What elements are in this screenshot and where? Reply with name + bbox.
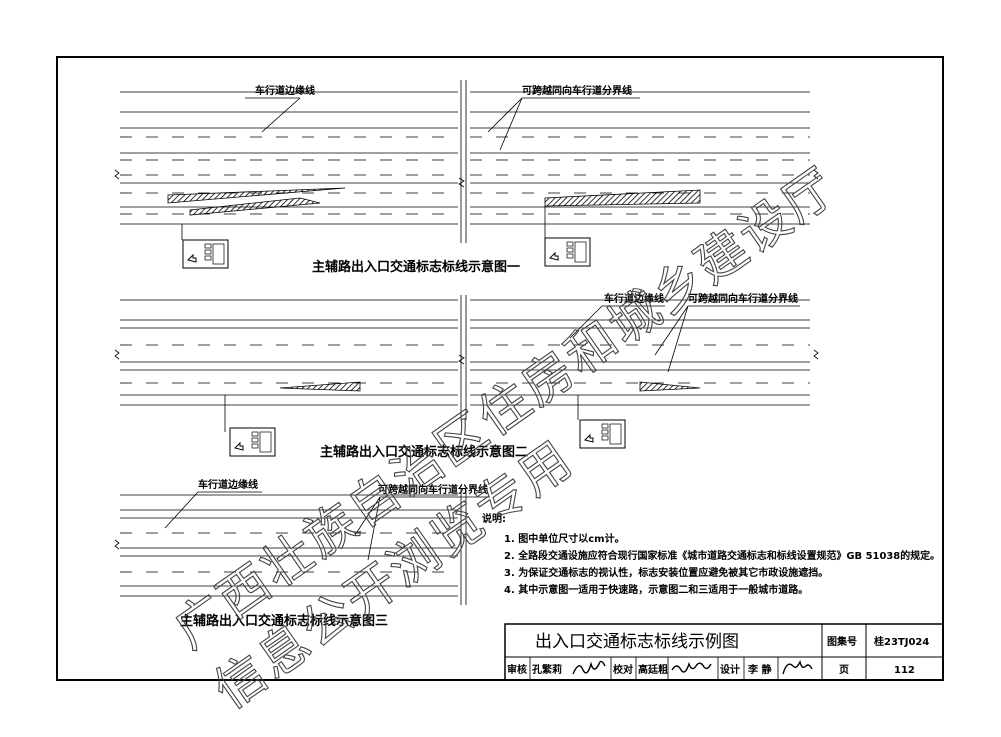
direction-sign-board	[229, 427, 276, 457]
drawing-title: 出入口交通标志标线示例图	[535, 632, 739, 652]
diagram-1: 车行道边缘线 可跨越同向车行道分界线 主辅路出入口交通标志标线示意图一	[114, 80, 819, 275]
checker-name: 高廷粗	[638, 663, 668, 676]
notes-section: 说明: 1. 图中单位尺寸以cm计。 2. 全路段交通设施应符合现行国家标准《城…	[482, 512, 940, 596]
diagram-2-edge-line-label: 车行道边缘线	[604, 292, 664, 305]
diagram-1-right-road	[470, 91, 819, 240]
diagram-1-caption: 主辅路出入口交通标志标线示意图一	[312, 259, 520, 275]
diagram-2-right-road	[470, 299, 819, 420]
title-block: 出入口交通标志标线示例图 图集号 桂23TJ024 审核 孔繁莉 校对 高廷粗 …	[504, 623, 944, 681]
leader-line	[487, 97, 523, 133]
designer-name: 李 静	[747, 663, 771, 676]
leader-line	[569, 305, 603, 339]
leader-line	[667, 305, 689, 373]
design-label: 设计	[720, 663, 740, 676]
leader-line	[367, 496, 381, 561]
merge-gore-area	[639, 381, 701, 392]
leader-line	[354, 496, 381, 536]
diagram-3: 车行道边缘线 可跨越同向车行道分界线 主辅路出入口交通标志标线示意图三	[114, 478, 490, 629]
direction-sign-board	[579, 419, 626, 449]
leader-line	[654, 305, 689, 356]
diagram-3-caption: 主辅路出入口交通标志标线示意图三	[180, 613, 388, 629]
diagram-2-left-road	[114, 299, 458, 432]
direction-sign-board	[544, 237, 591, 267]
diverge-hatch-area	[167, 187, 346, 204]
diagram-3-lane-divider-label: 可跨越同向车行道分界线	[378, 483, 488, 496]
reviewer-signature	[572, 660, 606, 675]
diagram-1-lane-divider-label: 可跨越同向车行道分界线	[522, 84, 632, 97]
diagram-2-lane-divider-label: 可跨越同向车行道分界线	[688, 292, 798, 305]
page-number: 112	[894, 665, 915, 676]
diagram-3-edge-line-label: 车行道边缘线	[198, 478, 258, 491]
diagram-1-left-road	[114, 91, 458, 240]
diagram-1-edge-line-label: 车行道边缘线	[255, 84, 315, 97]
diverge-hatch-area	[189, 197, 321, 216]
check-label: 校对	[613, 663, 633, 676]
atlas-no-label: 图集号	[827, 635, 857, 648]
leader-line	[164, 491, 199, 529]
designer-signature	[782, 659, 813, 675]
merge-hatch-area	[544, 189, 701, 207]
reviewer-name: 孔繁莉	[532, 663, 562, 676]
leader-line	[261, 97, 301, 133]
diagram-2-caption: 主辅路出入口交通标志标线示意图二	[320, 444, 528, 460]
review-label: 审核	[507, 663, 527, 676]
direction-sign-board	[182, 239, 229, 269]
atlas-no: 桂23TJ024	[873, 635, 929, 648]
diverge-gore-area	[279, 381, 361, 392]
note-item: 1. 图中单位尺寸以cm计。	[504, 532, 625, 545]
diagram-2: 车行道边缘线 可跨越同向车行道分界线 主辅路出入口交通标志标线示意图二	[114, 292, 819, 460]
note-item: 2. 全路段交通设施应符合现行国家标准《城市道路交通标志和标线设置规范》GB 5…	[504, 549, 940, 562]
leader-line	[499, 97, 523, 151]
note-item: 4. 其中示意图一适用于快速路，示意图二和三适用于一般城市道路。	[504, 583, 808, 596]
sheet-frame	[56, 56, 944, 681]
checker-signature	[671, 661, 712, 673]
note-item: 3. 为保证交通标志的视认性，标志安装位置应避免被其它市政设施遮挡。	[504, 566, 828, 579]
page-label: 页	[839, 664, 849, 676]
notes-heading: 说明:	[482, 512, 506, 525]
